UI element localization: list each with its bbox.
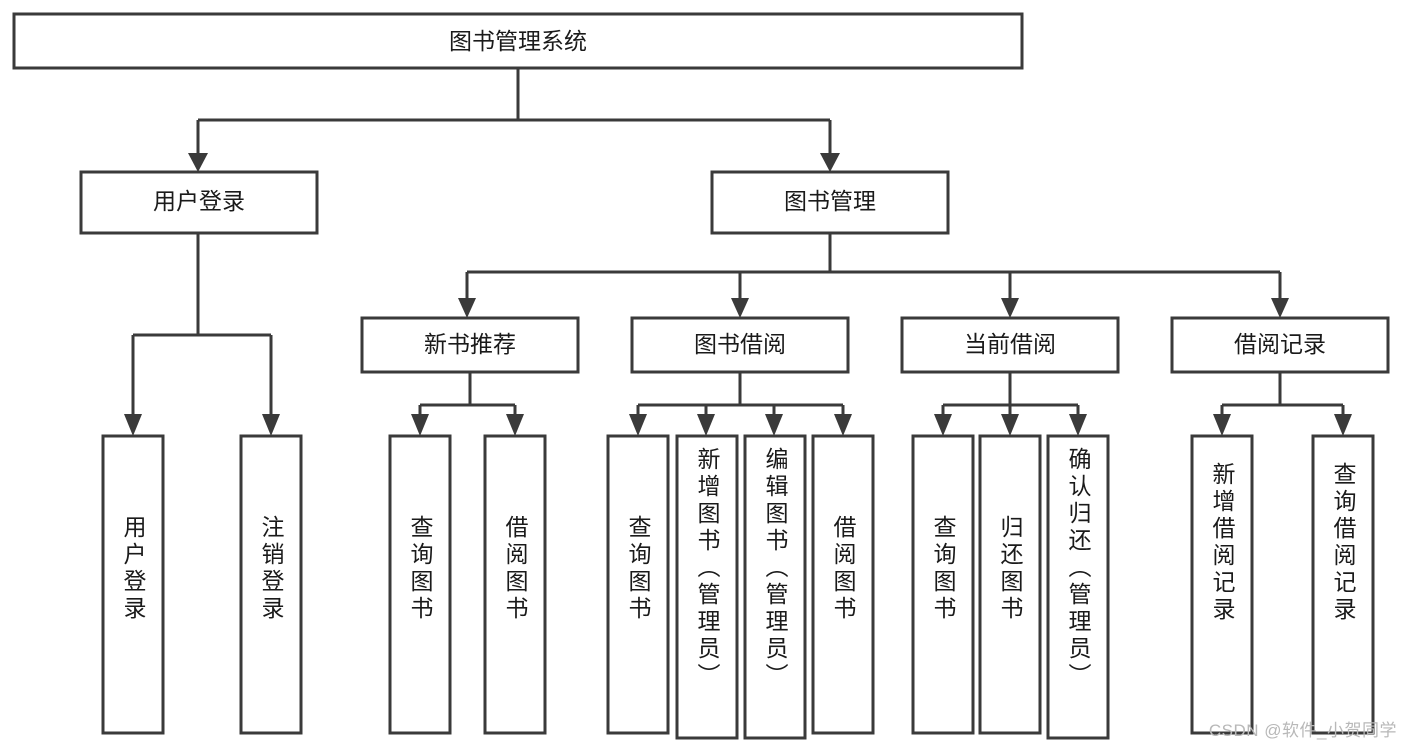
node-book-management-rect[interactable] bbox=[710, 170, 950, 235]
node-book-borrow-rect[interactable] bbox=[630, 316, 850, 374]
leaf-new-book-0[interactable]: 查询图书 bbox=[388, 434, 452, 735]
leaf-new-book-1-label: 借阅图书 bbox=[502, 515, 529, 623]
arrowhead-root-to-user-login bbox=[188, 153, 208, 172]
arrowhead-borrow-book-leaf-3 bbox=[834, 414, 852, 436]
arrowhead-new-book-leaf-0 bbox=[411, 414, 429, 436]
leaf-user-login-1[interactable]: 注销登录 bbox=[239, 434, 303, 735]
arrowhead-current-borrow-leaf-2 bbox=[1069, 414, 1087, 436]
arrowhead-borrow-record-leaf-1 bbox=[1334, 414, 1352, 436]
node-book-borrow-label: 图书借阅 bbox=[694, 331, 786, 357]
leaf-book-borrow-0-rect[interactable] bbox=[606, 434, 670, 735]
leaf-book-borrow-1-label: 新增图书（管理员） bbox=[694, 447, 721, 690]
leaf-borrow-record-0-label: 新增借阅记录 bbox=[1209, 462, 1236, 624]
connector-layer bbox=[124, 68, 1352, 436]
arrowhead-user-login-leaf-0 bbox=[124, 414, 142, 436]
leaf-book-borrow-3-rect[interactable] bbox=[811, 434, 875, 735]
node-borrow-record-rect[interactable] bbox=[1170, 316, 1390, 374]
leaf-current-borrow-1[interactable]: 归还图书 bbox=[978, 434, 1042, 735]
arrowhead-to-current-borrow bbox=[1001, 298, 1019, 318]
arrowhead-user-login-leaf-1 bbox=[262, 414, 280, 436]
leaf-user-login-0[interactable]: 用户登录 bbox=[101, 434, 165, 735]
leaf-book-borrow-3[interactable]: 借阅图书 bbox=[811, 434, 875, 735]
node-user-login-label: 用户登录 bbox=[153, 188, 245, 214]
node-new-book-recommend-rect[interactable] bbox=[360, 316, 580, 374]
arrowhead-to-borrow-book bbox=[731, 298, 749, 318]
leaf-user-login-1-rect[interactable] bbox=[239, 434, 303, 735]
node-current-borrow-label: 当前借阅 bbox=[964, 331, 1056, 357]
leaf-book-borrow-3-label: 借阅图书 bbox=[830, 515, 857, 623]
node-user-login[interactable]: 用户登录 bbox=[79, 170, 319, 235]
node-current-borrow[interactable]: 当前借阅 bbox=[900, 316, 1120, 374]
node-new-book-recommend[interactable]: 新书推荐 bbox=[360, 316, 580, 374]
leaf-current-borrow-0[interactable]: 查询图书 bbox=[911, 434, 975, 735]
arrowhead-borrow-record-leaf-0 bbox=[1213, 414, 1231, 436]
leaf-current-borrow-2-label: 确认归还（管理员） bbox=[1065, 447, 1092, 690]
node-book-borrow[interactable]: 图书借阅 bbox=[630, 316, 850, 374]
leaf-book-borrow-0[interactable]: 查询图书 bbox=[606, 434, 670, 735]
leaf-new-book-1-rect[interactable] bbox=[483, 434, 547, 735]
leaf-current-borrow-0-rect[interactable] bbox=[911, 434, 975, 735]
arrowhead-borrow-book-leaf-1 bbox=[697, 414, 715, 436]
leaf-borrow-record-1[interactable]: 查询借阅记录 bbox=[1311, 434, 1375, 735]
node-user-login-rect[interactable] bbox=[79, 170, 319, 235]
leaf-current-borrow-0-label: 查询图书 bbox=[930, 515, 957, 623]
leaf-new-book-0-rect[interactable] bbox=[388, 434, 452, 735]
leaf-user-login-1-label: 注销登录 bbox=[258, 515, 285, 623]
node-root-label: 图书管理系统 bbox=[449, 28, 587, 54]
leaf-borrow-record-0[interactable]: 新增借阅记录 bbox=[1190, 434, 1254, 735]
leaf-borrow-record-1-label: 查询借阅记录 bbox=[1330, 462, 1357, 624]
leaf-book-borrow-0-label: 查询图书 bbox=[625, 515, 652, 623]
node-root[interactable]: 图书管理系统 bbox=[12, 12, 1024, 70]
leaf-current-borrow-2[interactable]: 确认归还（管理员） bbox=[1046, 434, 1110, 740]
node-book-management-label: 图书管理 bbox=[784, 188, 876, 214]
leaf-current-borrow-2-rect[interactable] bbox=[1046, 434, 1110, 740]
leaf-borrow-record-0-rect[interactable] bbox=[1190, 434, 1254, 735]
leaf-user-login-0-label: 用户登录 bbox=[120, 515, 147, 623]
leaf-current-borrow-1-label: 归还图书 bbox=[997, 515, 1024, 623]
arrowhead-to-new-book bbox=[458, 298, 476, 318]
leaf-book-borrow-2-rect[interactable] bbox=[743, 434, 807, 740]
leaf-user-login-0-rect[interactable] bbox=[101, 434, 165, 735]
leaf-book-borrow-2[interactable]: 编辑图书（管理员） bbox=[743, 434, 807, 740]
node-current-borrow-rect[interactable] bbox=[900, 316, 1120, 374]
arrowhead-to-borrow-record bbox=[1271, 298, 1289, 318]
arrowhead-current-borrow-leaf-1 bbox=[1001, 414, 1019, 436]
leaf-borrow-record-1-rect[interactable] bbox=[1311, 434, 1375, 735]
node-root-rect[interactable] bbox=[12, 12, 1024, 70]
arrowhead-root-to-book-mgmt bbox=[820, 153, 840, 172]
arrowhead-current-borrow-leaf-0 bbox=[934, 414, 952, 436]
arrowhead-borrow-book-leaf-0 bbox=[629, 414, 647, 436]
node-borrow-record[interactable]: 借阅记录 bbox=[1170, 316, 1390, 374]
node-book-management[interactable]: 图书管理 bbox=[710, 170, 950, 235]
leaf-current-borrow-1-rect[interactable] bbox=[978, 434, 1042, 735]
arrowhead-borrow-book-leaf-2 bbox=[765, 414, 783, 436]
leaf-new-book-1[interactable]: 借阅图书 bbox=[483, 434, 547, 735]
leaf-book-borrow-2-label: 编辑图书（管理员） bbox=[762, 447, 789, 690]
leaf-book-borrow-1-rect[interactable] bbox=[675, 434, 739, 740]
csdn-watermark: CSDN @软件_小贺同学 bbox=[1208, 721, 1397, 740]
leaf-book-borrow-1[interactable]: 新增图书（管理员） bbox=[675, 434, 739, 740]
leaf-new-book-0-label: 查询图书 bbox=[407, 515, 434, 623]
node-new-book-recommend-label: 新书推荐 bbox=[424, 331, 516, 357]
node-borrow-record-label: 借阅记录 bbox=[1234, 331, 1326, 357]
arrowhead-new-book-leaf-1 bbox=[506, 414, 524, 436]
